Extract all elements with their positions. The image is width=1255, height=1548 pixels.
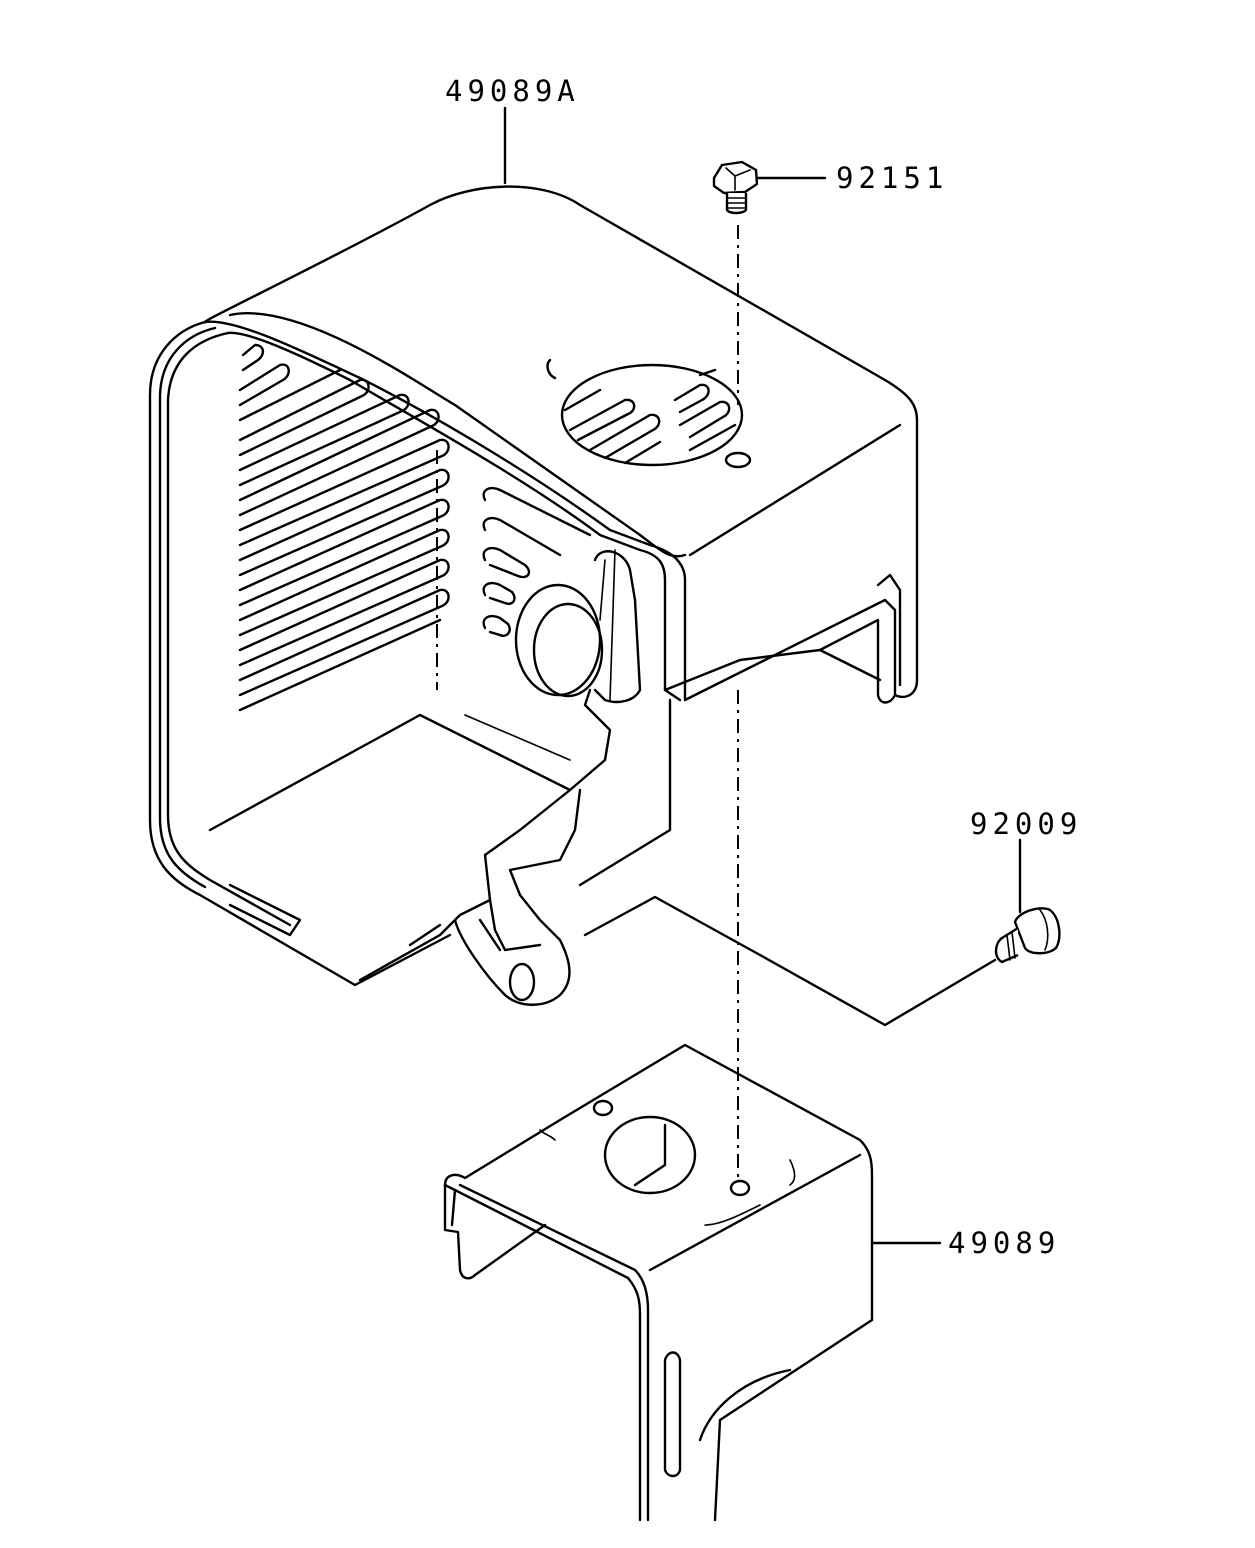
cover-inner-floor-line: [464, 714, 571, 761]
bracket-hole-right: [729, 1179, 751, 1197]
cover-top-vent: [546, 358, 752, 469]
cover-boss-flange: [593, 550, 642, 704]
bracket-center-hole: [603, 1115, 697, 1195]
cover-right-foot: [663, 648, 822, 692]
bracket-front-face: [458, 1183, 650, 1522]
bracket-top-right-edge: [648, 1153, 862, 1272]
bolt-92151: [712, 160, 827, 405]
bracket-49089: [443, 1043, 942, 1522]
bracket-center-hole-inner: [633, 1123, 667, 1187]
cover-rim-second: [158, 326, 217, 889]
cover-top-inner-edge: [228, 312, 687, 558]
cover-mount-ear-inner: [478, 898, 542, 952]
bracket-hole-left: [592, 1099, 614, 1117]
bracket-right-slot: [663, 1351, 682, 1478]
cover-right-notch: [876, 573, 902, 687]
label-49089a: 49089A: [445, 74, 580, 108]
cover-boss-rib: [599, 549, 616, 701]
label-92151: 92151: [836, 161, 948, 195]
cover-side-louvers: [482, 486, 592, 637]
cover-49089a: [148, 185, 919, 1006]
cover-bottom-edge: [358, 688, 612, 982]
cover-mount-ear: [453, 788, 582, 1006]
cover-boss-outer: [514, 583, 602, 697]
bracket-emboss: [539, 1129, 796, 1226]
cover-tab: [228, 883, 302, 937]
cover-back-louvers: [238, 343, 450, 712]
bracket-right-leg-edge: [698, 1368, 792, 1442]
cover-lower-plate-3: [408, 923, 442, 947]
bracket-left-flange-2: [450, 1188, 457, 1227]
cover-top-front-edge: [688, 423, 902, 557]
cover-right-side: [683, 598, 897, 704]
label-49089: 49089: [948, 1226, 1060, 1260]
cover-mount-hole: [508, 962, 536, 1002]
cover-inner-floor: [208, 713, 572, 832]
bracket-front-face-2: [443, 1183, 642, 1522]
label-92009: 92009: [970, 807, 1082, 841]
screw-92009-path: [758, 953, 997, 1027]
cover-rim-top2: [203, 320, 687, 702]
screw-92009: [758, 838, 1061, 1027]
cover-boss-inner: [532, 602, 604, 698]
cover-top-outline: [203, 185, 919, 699]
cover-lower-plate-2: [583, 895, 762, 957]
cover-rim-inner: [166, 331, 292, 927]
cover-rim-top: [226, 331, 682, 702]
bracket-top-outline: [443, 1043, 874, 1522]
bracket-left-flange: [443, 1183, 547, 1280]
cover-rim-outer: [148, 320, 452, 987]
cover-lower-plate: [578, 698, 672, 887]
